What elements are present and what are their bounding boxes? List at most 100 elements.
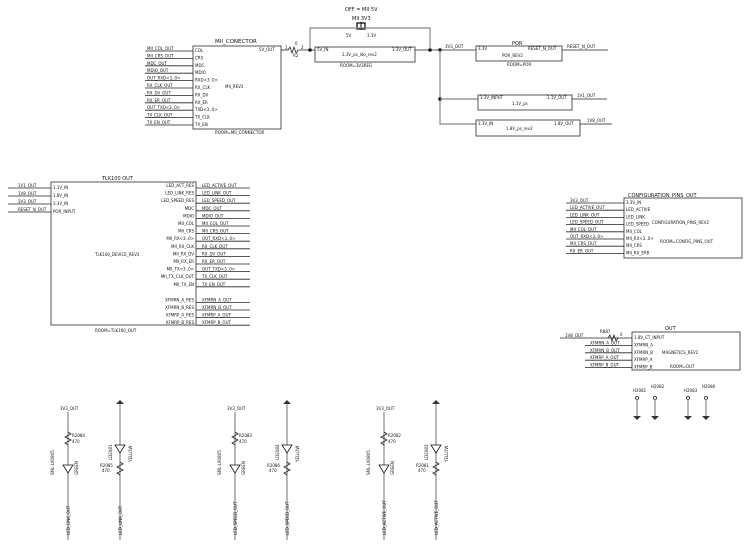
- led-color: GREEN: [390, 461, 395, 475]
- tlk-right-net: MII_COL_OUT: [202, 221, 229, 226]
- out-net: XFMRN_A_OUT: [590, 340, 620, 345]
- net-1v1: 1V1_OUT: [577, 93, 596, 98]
- mii-row[interactable]: MDC_OUT MDC: [145, 61, 205, 68]
- led2-color: YELLOW: [295, 446, 300, 463]
- mii-row[interactable]: OUT_RXD<3..0>RXD<3..0>: [145, 76, 218, 83]
- tlk-right-net: XFMRN_A_OUT: [202, 297, 232, 302]
- tlk-right-net: RX_ER_OUT: [202, 259, 226, 264]
- out-footer: ROOM=OUT: [670, 364, 695, 369]
- regulator-1v1-block[interactable]: [477, 94, 573, 111]
- tlk100-block[interactable]: [50, 181, 197, 326]
- config-row[interactable]: OUT_RXD<3..0>MII_RX<3..0>: [566, 234, 654, 241]
- config-block[interactable]: [623, 197, 743, 259]
- led2-net: LED_ACTIVE_OUT: [434, 500, 439, 535]
- resistor-icon: [283, 461, 291, 476]
- r-top-pin2: 2: [301, 45, 304, 50]
- led-part: SML-LX0805: [50, 450, 55, 475]
- mii-pin-label: MDC: [195, 63, 205, 68]
- config-net: LED_LINK_OUT: [570, 212, 600, 217]
- power-arrow-icon: [283, 400, 291, 404]
- mii-net-label: MDC_OUT: [147, 61, 167, 66]
- mounting-hole-3: H2080: [702, 384, 716, 420]
- tlk-right-pin: LED_ACT_RES: [166, 183, 194, 188]
- tlk-right-row[interactable]: MII_RX<3..0>OUT_RXD<3..0>: [166, 236, 250, 242]
- tlk-right-pin: XFMRN_B_RES: [165, 305, 194, 310]
- led-res-val: 470: [388, 439, 396, 444]
- config-net: LED_ACTIVE_OUT: [570, 205, 605, 210]
- tlk-right-pin: MII_TX<3..0>: [167, 267, 194, 272]
- mii-pin-label: RX_ER: [195, 100, 208, 105]
- reg1v8-ref: 1.8V_ps_rev2: [506, 126, 533, 131]
- mii-net-label: RX_CLK_OUT: [147, 83, 173, 88]
- led-part: SML-LX0805: [366, 450, 371, 475]
- out-magnetics-block[interactable]: [631, 331, 741, 371]
- r-top-value: 0: [295, 41, 298, 46]
- por-block[interactable]: [475, 45, 563, 62]
- config-pin: MII_RX<3..0>: [626, 236, 654, 241]
- mounting-hole-2: H2083: [684, 388, 698, 420]
- tlk-right-net: LED_SPEED_OUT: [202, 198, 236, 203]
- tlk-left-pin: POR_INPUT: [53, 209, 76, 214]
- led-res2-val: 470: [269, 468, 277, 473]
- mii-net-label: OUT_RXD<3..0>: [147, 76, 180, 81]
- mii-row[interactable]: OUT_TXD<3..0>TXD<3..0>: [145, 105, 218, 112]
- tlk-left-net: 3V3_OUT: [18, 199, 37, 204]
- reg1v1-ref: 1.1V_ps: [512, 101, 528, 106]
- por-in: 3.3V: [478, 46, 487, 51]
- jumper-switch-icon[interactable]: [356, 22, 366, 30]
- tlk-right-pin: XFMRP_A_RES: [166, 313, 195, 318]
- mii-connector-block[interactable]: [192, 45, 282, 130]
- led2-color: YELLOW: [444, 446, 449, 463]
- tlk-right-row[interactable]: MII_TX<3..0>OUT_TXD<3..0>: [167, 267, 250, 273]
- power-arrow-icon: [116, 400, 124, 404]
- regulator-3v3-block[interactable]: [314, 46, 416, 63]
- regulator-1v8-block[interactable]: [475, 119, 581, 137]
- tlk-right-net: RX_CLK_OUT: [202, 244, 228, 249]
